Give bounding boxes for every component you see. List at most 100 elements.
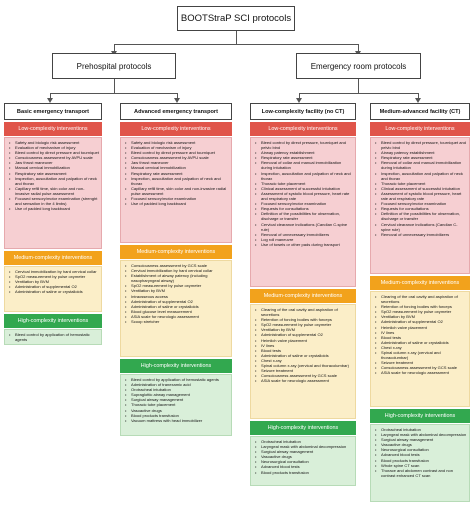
connector (114, 44, 359, 45)
list-item: Thoracic tube placement (375, 181, 467, 186)
list-item: Definition of the possibilities for obse… (255, 211, 353, 221)
high-complexity-list: Orotracheal intubation Laryngeal mask wi… (370, 424, 470, 502)
list-item: Evaluation of mechanism of injury (9, 145, 99, 150)
list-item: Administration of saline or crystalloids (125, 304, 229, 309)
list-item: Administration of supplemental O2 (9, 284, 99, 289)
high-complexity-list: Bleed control by application of hemostat… (120, 374, 232, 436)
list-item: IV lines (255, 343, 353, 348)
list-item: Orotracheal intubation (375, 427, 467, 432)
list-item: Orotracheal intubation (125, 387, 229, 392)
list-item: Safety and biologic risk assessment (9, 140, 99, 145)
list-item: Intraosseous access (125, 294, 229, 299)
list-item: SpO2 measurement by pulse oxymeter (375, 309, 467, 314)
low-complexity-list: Bleed control by direct pressure, tourni… (250, 137, 356, 287)
list-item: Bleed control by application of hemostat… (125, 377, 229, 382)
list-item: Retention of forcing bodies with forceps (255, 317, 353, 322)
connector (236, 31, 237, 44)
list-item: Administration of supplemental O2 (375, 319, 467, 324)
list-item: Safety and biologic risk assessment (125, 140, 229, 145)
list-item: Seizure treatment (375, 360, 467, 365)
list-item: Surgical airway management (125, 397, 229, 402)
connector (358, 44, 359, 53)
list-item: Log roll maneuvre (255, 237, 353, 242)
list-item: ASIA scale for neurologic assessment (375, 370, 467, 375)
list-item: Consciousness assessment by AVPU scale (125, 155, 229, 160)
list-item: Vasoactive drugs (125, 408, 229, 413)
list-item: Administration of supplemental O2 (255, 332, 353, 337)
list-item: Ventilation by BVM (375, 314, 467, 319)
medium-complexity-list: Clearing of the oral cavity and aspirati… (250, 304, 356, 419)
list-item: Airway patency establishment (375, 150, 467, 155)
list-item: Jaw thrust maneuver (9, 160, 99, 165)
medium-complexity-header: Medium-complexity interventions (120, 245, 232, 259)
high-complexity-header: High-complexity interventions (370, 409, 470, 423)
high-complexity-header: High-complexity interventions (4, 314, 102, 328)
list-item: Administration of saline or crystalloids (9, 289, 99, 294)
high-complexity-list: Bleed control by application of hemostat… (4, 329, 102, 345)
list-item: Clearing of the oral cavity and aspirati… (375, 294, 467, 304)
column-title-basic-transport: Basic emergency transport (4, 103, 102, 120)
list-item: Surgical airway management (375, 437, 467, 442)
list-item: Thorace and abdomen contrast and non con… (375, 468, 467, 478)
list-item: Administration of supplemental O2 (125, 299, 229, 304)
list-item: Definition of the possibilities for obse… (375, 211, 467, 221)
list-item: Removal of unnecessary immobilizers (375, 232, 467, 237)
list-item: Airway patency establishment (255, 150, 353, 155)
list-item: Administration of saline or crystalloids (255, 353, 353, 358)
list-item: Surgical airway management (255, 449, 353, 454)
list-item: Capillary refill time, skin color and no… (9, 186, 99, 196)
list-item: Focused sensory/motor examination (255, 201, 353, 206)
list-item: Vacuum mattress with head immobilizer (125, 418, 229, 423)
list-item: Use of towels or other pads during trans… (255, 242, 353, 247)
low-complexity-list: Safety and biologic risk assessment Eval… (120, 137, 232, 243)
column-title-low-facility: Low-complexity facility (no CT) (250, 103, 356, 120)
list-item: Bleed control by application of hemostat… (9, 332, 99, 342)
list-item: Respiratory rate assessment (255, 155, 353, 160)
list-item: Removal of collar and manual immobilizat… (255, 160, 353, 170)
list-item: SpO2 measurement by pulse oxymeter (255, 322, 353, 327)
low-complexity-header: Low-complexity interventions (370, 122, 470, 136)
list-item: Clearing of the oral cavity and aspirati… (255, 307, 353, 317)
list-item: Requests for consultations (255, 206, 353, 211)
medium-complexity-list: Cervical immobilization by hard cervical… (4, 266, 102, 312)
list-item: Bleed control by direct pressure, tourni… (375, 140, 467, 150)
list-item: Vasoactive drugs (255, 454, 353, 459)
list-item: Bleed control by direct pressure, tourni… (255, 140, 353, 150)
list-item: Neurosurgical consultation (255, 459, 353, 464)
list-item: Inspection, auscultation and palpation o… (9, 176, 99, 186)
list-item: Focused sensory/motor examination (stren… (9, 196, 99, 206)
list-item: Focused sensory/motor examination (125, 196, 229, 201)
list-item: Inspection, auscultation and palpation o… (375, 171, 467, 181)
list-item: Retention of forcing bodies with forceps (375, 304, 467, 309)
list-item: Seizure treatment (255, 368, 353, 373)
list-item: Respiratory rate assessment (125, 171, 229, 176)
low-complexity-header: Low-complexity interventions (120, 122, 232, 136)
connector (299, 93, 419, 94)
arrow-head (296, 98, 302, 103)
list-item: Thoracic tube placement (125, 402, 229, 407)
medium-complexity-header: Medium-complexity interventions (250, 289, 356, 303)
low-complexity-list: Bleed control by direct pressure, tourni… (370, 137, 470, 274)
list-item: Blood tests (255, 348, 353, 353)
list-item: Focused sensory/motor examination (375, 201, 467, 206)
list-item: Advanced blood tests (375, 452, 467, 457)
list-item: Thoracic tube placement (255, 181, 353, 186)
list-item: Consciousness assessment by GCS scale (375, 365, 467, 370)
list-item: Assessment of systolic blood pressure, h… (375, 191, 467, 201)
list-item: IV lines (375, 330, 467, 335)
list-item: Blood products transfusion (255, 470, 353, 475)
list-item: Evaluation of mechanism of injury (125, 145, 229, 150)
list-item: Respiratory rate assessment (375, 155, 467, 160)
list-item: Heimlich valve placement (255, 338, 353, 343)
list-item: Vasoactive drugs (375, 442, 467, 447)
list-item: Blood tests (375, 335, 467, 340)
list-item: Bleed control by direct pressure and tou… (9, 150, 99, 155)
list-item: Clinical assessment of successful intuba… (255, 186, 353, 191)
list-item: Ventilation by BVM (125, 288, 229, 293)
list-item: Whole spine CT scan (375, 463, 467, 468)
list-item: Removal of collar and manual immobilizat… (375, 160, 467, 170)
list-item: Blood products transfusion (125, 413, 229, 418)
list-item: Laryngeal mask with abdominal decompress… (255, 444, 353, 449)
list-item: Cervical immobilization by hard cervical… (9, 269, 99, 274)
list-item: Manual cervical immobilization (125, 165, 229, 170)
